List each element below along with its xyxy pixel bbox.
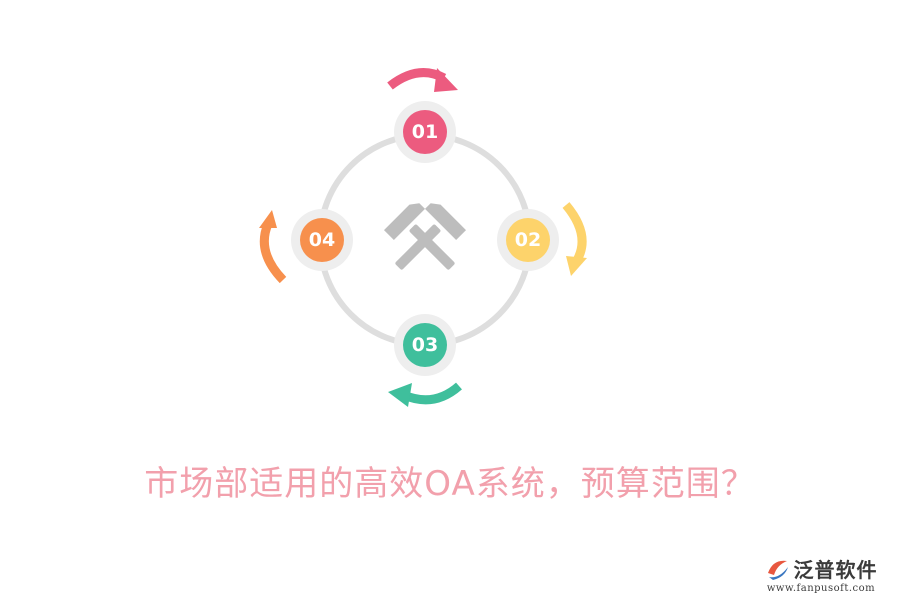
fanpu-logo-icon: [767, 560, 788, 580]
step-badge-2-label: 02: [515, 229, 541, 251]
cycle-arrow-4: [259, 210, 287, 284]
headline: 市场部适用的高效OA系统，预算范围？: [144, 464, 756, 504]
step-badge-2: 02: [497, 209, 559, 271]
step-badge-1: 01: [394, 101, 456, 163]
step-badge-1-label: 01: [412, 121, 438, 143]
cycle-arrow-3: [388, 382, 462, 407]
brand-watermark: 泛普软件 www.fanpusoft.com: [756, 554, 886, 594]
brand-url: www.fanpusoft.com: [766, 583, 876, 594]
cycle-diagram: 01 02 03 04: [259, 68, 587, 407]
step-badge-4-label: 04: [309, 229, 335, 251]
step-badge-4: 04: [291, 209, 353, 271]
crossed-hammers-icon: [383, 203, 467, 270]
step-badge-3-label: 03: [412, 334, 438, 356]
cycle-arrow-1: [387, 68, 458, 92]
step-badge-3: 03: [394, 314, 456, 376]
cycle-arrow-2: [562, 202, 587, 276]
brand-name: 泛普软件: [793, 558, 878, 582]
